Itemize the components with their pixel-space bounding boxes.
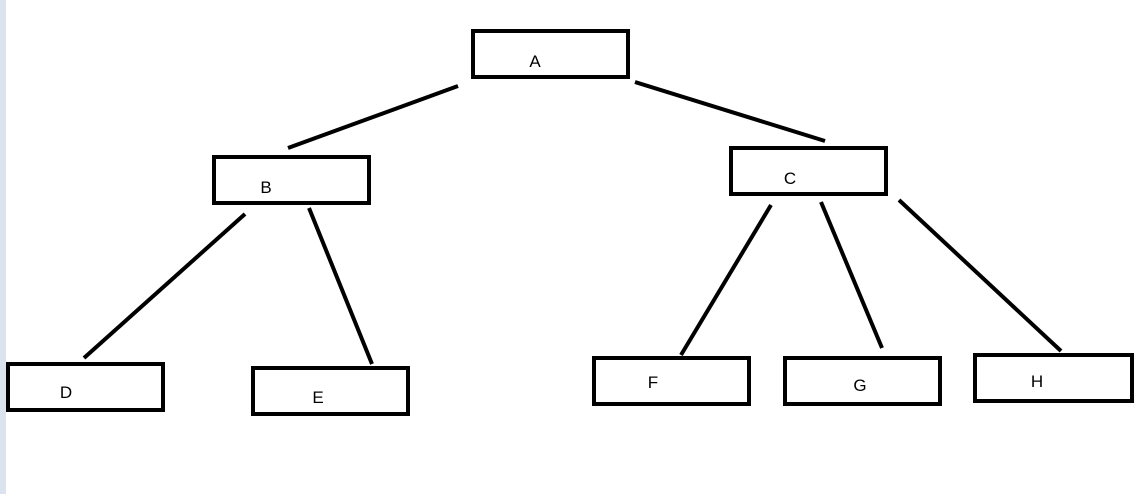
node-c-label: C — [784, 169, 796, 188]
node-d-box — [6, 362, 165, 412]
node-d-label: D — [60, 383, 72, 402]
edge-c-h — [897, 198, 1063, 353]
node-h-label: H — [1031, 372, 1043, 391]
node-c-box — [729, 146, 888, 196]
edge-b-e — [307, 207, 374, 365]
node-b-box — [212, 155, 371, 205]
node-g-label: G — [853, 376, 866, 395]
edges — [82, 80, 1063, 365]
node-g-box — [783, 356, 942, 406]
node-boxes — [6, 29, 1134, 416]
node-a-label: A — [529, 52, 541, 71]
node-b-label: B — [260, 178, 271, 197]
node-e-label: E — [312, 388, 323, 407]
node-e-box — [251, 366, 410, 416]
edge-b-d — [82, 212, 247, 360]
window-edge-strip — [0, 0, 6, 494]
node-labels: A B C D E F G H — [60, 52, 1043, 407]
edge-a-b — [287, 84, 459, 150]
node-f-label: F — [648, 373, 658, 392]
edge-a-c — [634, 80, 826, 143]
node-h-box — [973, 353, 1134, 403]
node-a-box — [471, 29, 630, 79]
edge-c-f — [679, 203, 773, 357]
node-f-box — [592, 356, 751, 406]
edge-c-g — [819, 201, 884, 349]
